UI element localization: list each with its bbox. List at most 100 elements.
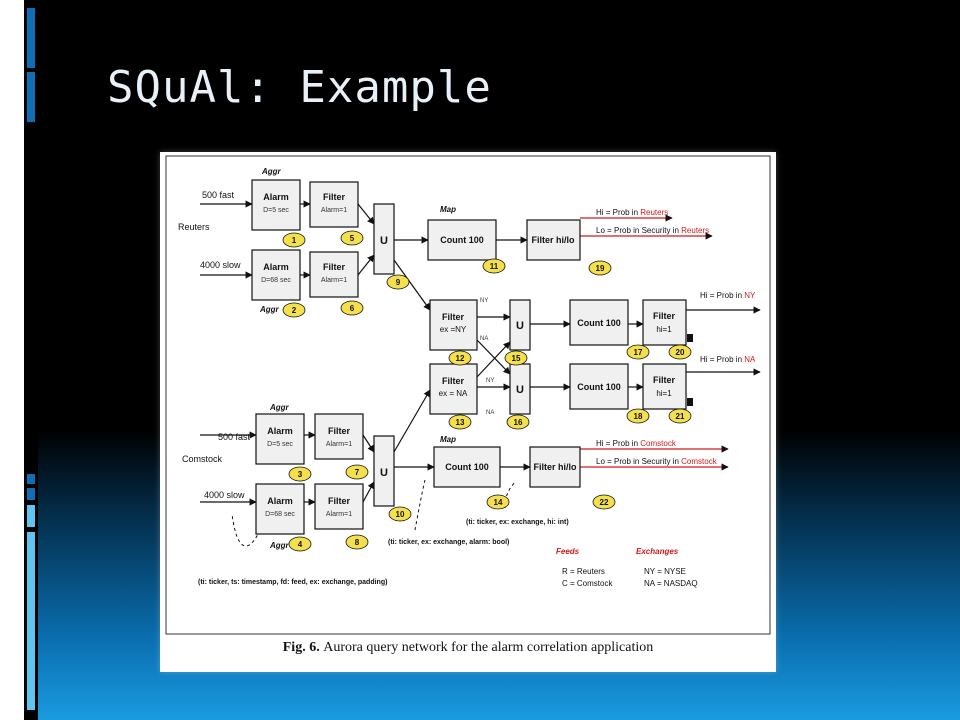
filter-param: hi=1 (656, 325, 672, 334)
legend-item: R = Reuters (562, 567, 605, 576)
caption-label: Fig. 6. (282, 640, 320, 655)
alarm-box-label: Alarm (263, 262, 289, 272)
map-label: Map (440, 435, 456, 444)
node-number: 20 (676, 348, 685, 357)
node-number: 14 (494, 498, 503, 507)
legend-item: C = Comstock (562, 579, 613, 588)
filter-box-label: Filter (328, 496, 351, 506)
diagram-edges (200, 200, 761, 506)
node-number: 4 (298, 540, 303, 549)
node-badge (345, 534, 369, 550)
filter-hilo-box-label: Filter hi/lo (531, 235, 575, 245)
legend: Feeds R = Reuters C = Comstock Exchanges… (556, 547, 698, 588)
union-box-label: U (380, 467, 388, 479)
input-rate-label: 4000 slow (200, 260, 241, 270)
edge-label: NA (480, 336, 488, 342)
edge-label: NY (480, 298, 488, 304)
node-badge (340, 300, 364, 316)
filter-param: ex =NY (440, 325, 467, 334)
count-box-label: Count 100 (577, 382, 621, 392)
box-params: D=5 sec D=68 sec D=5 sec D=68 sec Alarm=… (261, 207, 672, 518)
output-label: Lo = Prob in Security in Reuters (596, 226, 709, 235)
filter-param: Alarm=1 (326, 441, 352, 448)
node-badge (345, 464, 369, 480)
schema-label: (ti: ticker, ex: exchange, hi: int) (466, 519, 569, 526)
drop-marker (687, 398, 693, 406)
schema-label: (ti: ticker, ex: exchange, alarm: bool) (388, 539, 509, 546)
node-number: 8 (355, 538, 360, 547)
schema-label: (ti: ticker, ts: timestamp, fd: feed, ex… (198, 579, 387, 586)
filter-param: Alarm=1 (321, 207, 347, 214)
node-number: 13 (456, 418, 465, 427)
decorative-bar (27, 505, 35, 527)
drop-marker (687, 334, 693, 342)
filter-param: Alarm=1 (326, 511, 352, 518)
schema-pointers (231, 479, 516, 547)
alarm-param: D=68 sec (265, 511, 295, 518)
filter-param: hi=1 (656, 389, 672, 398)
node-badge (626, 408, 650, 424)
figure-image: Alarm Alarm Alarm Alarm Filter Filter Fi… (160, 152, 776, 672)
node-badge (506, 414, 530, 430)
decorative-bar (27, 474, 35, 484)
input-rate-label: 500 fast (202, 190, 235, 200)
filter-box-label: Filter (653, 375, 676, 385)
node-number: 11 (490, 262, 499, 271)
map-label: Map (440, 205, 456, 214)
node-number: 22 (600, 498, 609, 507)
node-number: 17 (634, 348, 643, 357)
node-number: 18 (634, 412, 643, 421)
filter-box-label: Filter (323, 192, 346, 202)
aggr-label: Aggr (269, 403, 290, 412)
node-badge (282, 232, 306, 248)
input-rate-label: 4000 slow (204, 490, 245, 500)
node-number: 3 (298, 470, 303, 479)
count-box-label: Count 100 (577, 318, 621, 328)
edge-label: NA (486, 410, 494, 416)
aggr-label: Aggr (261, 167, 282, 176)
slide-title: SQuAl: Example (107, 62, 492, 113)
count-box-label: Count 100 (445, 462, 489, 472)
box-labels: Alarm Alarm Alarm Alarm Filter Filter Fi… (263, 192, 675, 506)
output-labels: Hi = Prob in Reuters Lo = Prob in Securi… (596, 208, 756, 466)
node-number: 6 (350, 304, 355, 313)
union-box-label: U (380, 235, 388, 247)
filter-box-label: Filter (328, 426, 351, 436)
input-rate-label: 500 fast (218, 432, 251, 442)
alarm-box-label: Alarm (267, 496, 293, 506)
node-badge (486, 494, 510, 510)
node-badge (626, 344, 650, 360)
node-badge (592, 494, 616, 510)
node-badge (588, 260, 612, 276)
edge-label: NY (486, 378, 494, 384)
node-badge (504, 350, 528, 366)
filter-param: Alarm=1 (321, 277, 347, 284)
alarm-param: D=5 sec (267, 441, 293, 448)
node-badge (340, 230, 364, 246)
input-source-label: Reuters (178, 222, 210, 232)
node-number: 9 (396, 278, 401, 287)
alarm-box-label: Alarm (263, 192, 289, 202)
query-network-diagram: Alarm Alarm Alarm Alarm Filter Filter Fi… (165, 155, 771, 635)
input-source-label: Comstock (182, 454, 223, 464)
group-labels: Aggr Aggr Aggr Aggr Map Map (259, 167, 456, 550)
node-number: 1 (292, 236, 297, 245)
output-label: Hi = Prob in Comstock (596, 439, 677, 448)
node-badge (288, 466, 312, 482)
node-badge (668, 408, 692, 424)
node-badge (482, 258, 506, 274)
node-badge (668, 344, 692, 360)
output-label: Hi = Prob in Reuters (596, 208, 668, 217)
caption-text: Aurora query network for the alarm corre… (323, 640, 654, 655)
filter-box-label: Filter (653, 311, 676, 321)
figure-caption: Fig. 6. Aurora query network for the ala… (160, 640, 776, 656)
node-badge (448, 414, 472, 430)
aggr-label: Aggr (259, 305, 280, 314)
schema-labels: (ti: ticker, ex: exchange, hi: int) (ti:… (198, 519, 569, 586)
filter-param: ex = NA (439, 389, 468, 398)
filter-box-label: Filter (323, 262, 346, 272)
legend-item: NY = NYSE (644, 567, 686, 576)
node-badge (388, 506, 412, 522)
alarm-param: D=68 sec (261, 277, 291, 284)
